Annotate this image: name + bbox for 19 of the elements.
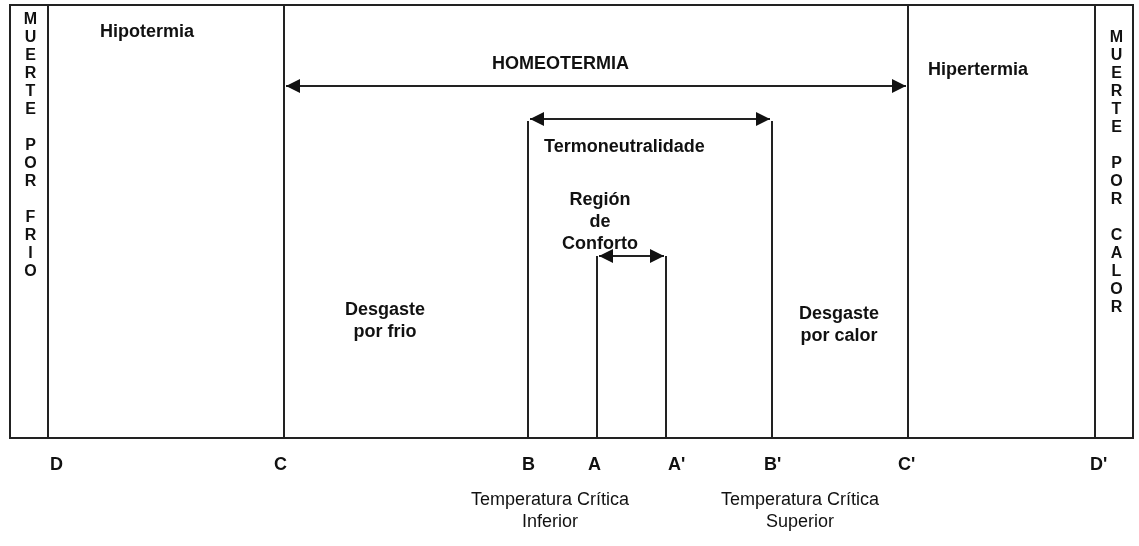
zone-label: Hipertermia bbox=[928, 58, 1029, 80]
vertical-zone-label: MUERTE POR FRIO bbox=[21, 10, 40, 280]
zone-label: Termoneutralidade bbox=[544, 135, 705, 157]
zone-label: Desgaste por calor bbox=[797, 302, 880, 346]
point-letter: C' bbox=[898, 453, 916, 475]
vertical-zone-label: MUERTE POR CALOR bbox=[1107, 28, 1126, 316]
point-letter: D bbox=[50, 453, 63, 475]
zone-label: HOMEOTERMIA bbox=[492, 52, 629, 74]
point-letter: A' bbox=[668, 453, 686, 475]
zone-label: Región de Conforto bbox=[561, 188, 639, 254]
point-letter: B' bbox=[764, 453, 782, 475]
threshold-caption: Temperatura Crítica Inferior bbox=[470, 488, 630, 532]
point-letter: A bbox=[588, 453, 601, 475]
zone-label: Hipotermia bbox=[100, 20, 195, 42]
zone-label: Desgaste por frio bbox=[343, 298, 426, 342]
threshold-caption: Temperatura Crítica Superior bbox=[720, 488, 880, 532]
point-letter: C bbox=[274, 453, 287, 475]
point-letter: D' bbox=[1090, 453, 1108, 475]
point-letter: B bbox=[522, 453, 535, 475]
